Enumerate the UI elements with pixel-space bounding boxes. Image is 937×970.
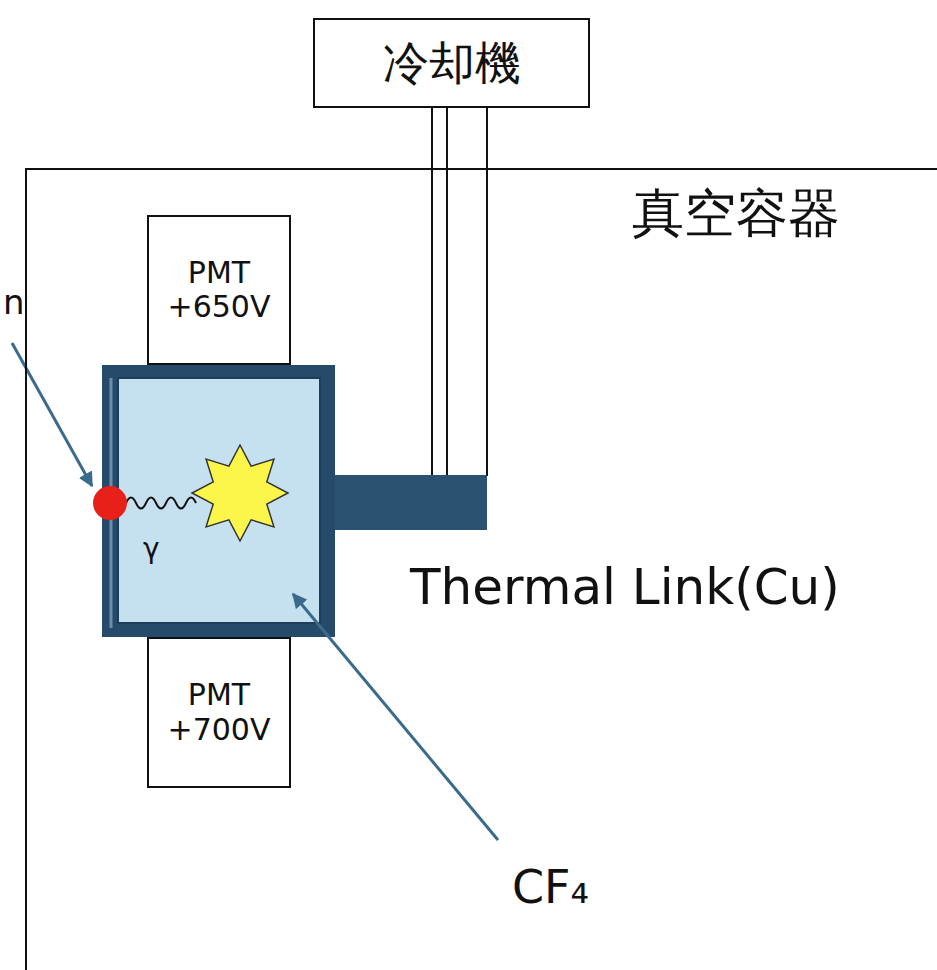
pmt-box: PMT +700V xyxy=(147,637,291,788)
gamma-wave xyxy=(126,498,196,509)
cooler-pipe xyxy=(432,108,487,478)
pmt-box: PMT +650V xyxy=(147,215,291,365)
leader-arrow xyxy=(12,343,92,486)
thermal-link xyxy=(335,475,487,530)
scintillation-star xyxy=(192,445,288,541)
region-label: 真空容器 xyxy=(632,184,840,244)
gamma-label: γ xyxy=(143,534,160,565)
gas-chamber xyxy=(102,365,335,637)
part-label: CF₄ xyxy=(512,862,589,913)
neutron-source-dot xyxy=(93,486,127,520)
box-label: PMT +700V xyxy=(157,678,281,747)
callout-label: n xyxy=(3,284,25,321)
box-label: 冷却機 xyxy=(383,37,521,90)
part-label: Thermal Link(Cu) xyxy=(410,560,840,615)
cooler-box: 冷却機 xyxy=(313,18,590,108)
leader-arrow xyxy=(293,594,498,840)
box-label: PMT +650V xyxy=(157,256,281,325)
